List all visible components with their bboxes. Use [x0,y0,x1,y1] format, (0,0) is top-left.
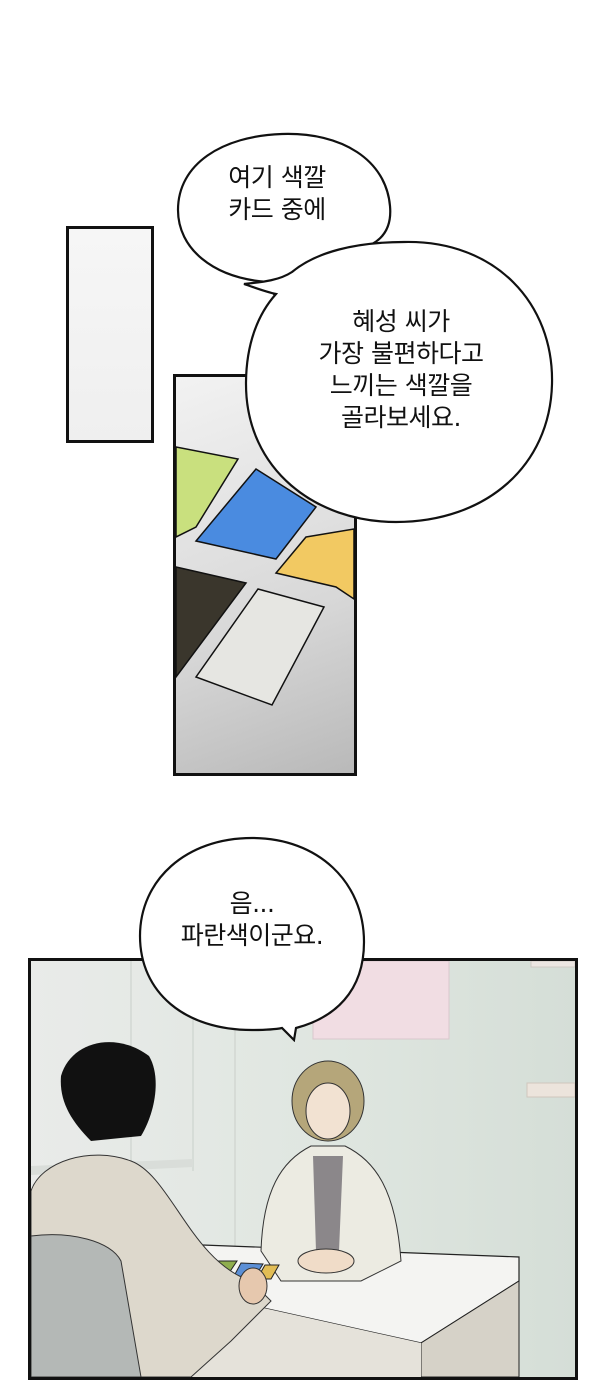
bubble-2-text: 혜성 씨가 가장 불편하다고 느끼는 색깔을 골라보세요. [318,307,484,432]
bubble-3-text: 음... 파란색이군요. [180,889,324,950]
counselor-face [305,1082,351,1140]
green-card [176,446,240,538]
panel-counseling-room [28,958,578,1380]
yellow-card [274,528,354,600]
man-hair [60,1042,156,1141]
wall-shelf [526,1082,575,1098]
white-card [194,588,326,706]
speech-bubble-2: 혜성 씨가 가장 불편하다고 느끼는 색깔을 골라보세요. [236,234,558,526]
man-hand [238,1267,268,1305]
bubble-1-text: 여기 색깔 카드 중에 [228,163,326,224]
speech-bubble-3: 음... 파란색이군요. [134,832,370,1042]
chair [31,1234,142,1377]
counselor-shirt [313,1156,343,1251]
blue-card [194,468,318,560]
black-card [176,566,248,679]
panel-window [66,226,154,443]
counselor-hands [297,1248,355,1274]
